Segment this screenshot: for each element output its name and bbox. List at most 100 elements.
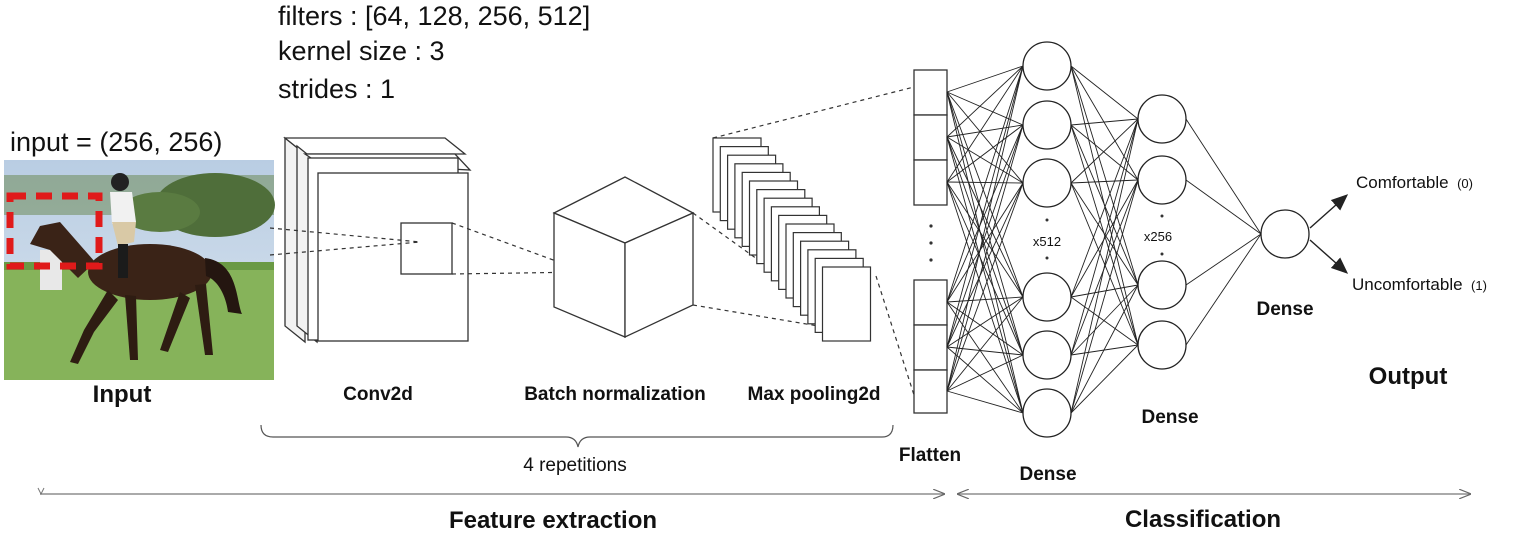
dense2-dense3-edge <box>1185 233 1262 286</box>
dense2-label: Dense <box>1141 407 1198 428</box>
input-label: Input <box>93 381 152 408</box>
dense1-dense2-edge <box>1070 296 1139 346</box>
dense1-dense2-edge <box>1070 344 1139 414</box>
output-comfortable-code: (0) <box>1457 176 1473 191</box>
flatten-dense1-edge <box>946 354 1024 392</box>
flatten-dense1-edge <box>946 124 1024 183</box>
flatten-dense1-edge <box>946 182 1024 348</box>
flatten-ellipsis <box>929 224 933 262</box>
dense1-dense2-edge <box>1070 118 1139 184</box>
output-comfortable: Comfortable (0) <box>1356 173 1473 192</box>
flatten-dense1-edge <box>946 65 1024 138</box>
filters-text: filters : [64, 128, 256, 512] <box>278 1 590 31</box>
dense1-dense2-edge <box>1070 124 1139 181</box>
flatten-dense1-edge <box>946 181 1024 414</box>
dense1-dense2-edge <box>1070 124 1139 286</box>
dense1-dense2-edge <box>1070 65 1139 181</box>
flatten-dense1-edge <box>946 65 1024 93</box>
dense2-dense3-edge <box>1185 179 1262 235</box>
dense1-ellipsis <box>1045 218 1049 260</box>
output-uncomfortable-code: (1) <box>1471 278 1487 293</box>
dense2-dense3-edge <box>1185 118 1262 235</box>
pool-feature-map <box>821 266 872 342</box>
feature-extraction-tick <box>37 487 45 496</box>
flatten-dense1-edge <box>946 124 1024 303</box>
dense-connections <box>946 65 1262 414</box>
dense1-dense2-edge <box>1070 284 1139 356</box>
input-image <box>4 160 275 380</box>
rider-figure <box>110 173 136 278</box>
feature-extraction-label: Feature extraction <box>449 507 657 534</box>
kernel-size-text: kernel size : 3 <box>278 36 445 66</box>
strides-text: strides : 1 <box>278 74 395 104</box>
conv2d-block <box>283 136 472 344</box>
flatten-dense1-edge <box>946 65 1024 183</box>
dense2-count: x256 <box>1144 229 1172 244</box>
dense1-dense2-edge <box>1070 65 1139 286</box>
dense2-neuron <box>1137 94 1187 144</box>
dense1-neuron <box>1022 388 1072 438</box>
repetitions-label: 4 repetitions <box>523 455 627 476</box>
flatten-dense1-edge <box>946 124 1024 392</box>
dense2-neuron <box>1137 155 1187 205</box>
flatten-dense1-edge <box>946 65 1024 392</box>
output-arrows <box>1309 194 1349 274</box>
flatten-dense1-edge <box>946 124 1024 138</box>
flatten-dense1-edge <box>946 91 1024 298</box>
dense1-dense2-edge <box>1070 182 1139 286</box>
dense1-dense2-edge <box>1070 179 1139 184</box>
max-pool-label: Max pooling2d <box>748 384 881 405</box>
output-uncomfortable: Uncomfortable (1) <box>1352 275 1487 294</box>
dense1-label: Dense <box>1019 464 1076 485</box>
flatten-label: Flatten <box>899 445 961 466</box>
flatten-dense1-edge <box>946 390 1024 414</box>
dense3-label: Dense <box>1256 299 1313 320</box>
flatten-dense1-edge <box>946 181 1024 356</box>
flatten-dense1-edge <box>946 181 1024 298</box>
dense1-dense2-edge <box>1070 124 1139 346</box>
dense1-dense2-edge <box>1070 65 1139 120</box>
flatten-dense1-edge <box>946 136 1024 298</box>
classification-label: Classification <box>1125 506 1281 533</box>
dense1-dense2-edge <box>1070 179 1139 414</box>
flatten-dense1-edge <box>946 124 1024 348</box>
conv2d-label: Conv2d <box>343 384 413 405</box>
repetitions-brace <box>260 424 894 448</box>
flatten-dense1-edge <box>946 91 1024 414</box>
dense1-neuron <box>1022 41 1072 91</box>
dense1-dense2-edge <box>1070 118 1139 414</box>
dense1-neuron <box>1022 158 1072 208</box>
flatten-dense1-edge <box>946 136 1024 356</box>
flatten-dense1-edge <box>946 65 1024 348</box>
output-uncomfortable-label: Uncomfortable <box>1352 275 1463 294</box>
flatten-dense1-edge <box>946 65 1024 303</box>
dense1-count: x512 <box>1033 234 1061 249</box>
flatten-dense1-edge <box>946 136 1024 184</box>
dense1-dense2-edge <box>1070 344 1139 356</box>
batch-norm-cube <box>552 176 695 339</box>
flatten-dense1-edge <box>946 296 1024 392</box>
flatten-dense1-edge <box>946 136 1024 414</box>
flatten-dense1-edge <box>946 182 1024 303</box>
input-shape-text: input = (256, 256) <box>10 127 222 157</box>
batch-norm-label: Batch normalization <box>524 384 706 405</box>
dense1-dense2-edge <box>1070 118 1139 356</box>
flatten-column <box>913 69 948 414</box>
input-to-conv-projection <box>269 222 587 275</box>
dense1-neuron <box>1022 272 1072 322</box>
max-pool-stack <box>712 137 872 342</box>
dense-nodes <box>1022 41 1310 438</box>
dense3-neuron <box>1260 209 1310 259</box>
dense2-ellipsis <box>1160 214 1164 256</box>
dense2-neuron <box>1137 320 1187 370</box>
pool-to-flatten-projection <box>712 86 915 396</box>
flatten-dense1-edge <box>946 91 1024 356</box>
conv-kernel-window <box>400 222 453 275</box>
dense1-dense2-edge <box>1070 118 1139 126</box>
flatten-dense1-edge <box>946 301 1024 414</box>
output-label: Output <box>1369 363 1448 390</box>
output-comfortable-label: Comfortable <box>1356 173 1449 192</box>
dense2-dense3-edge <box>1185 233 1262 346</box>
flatten-dense1-edge <box>946 346 1024 414</box>
